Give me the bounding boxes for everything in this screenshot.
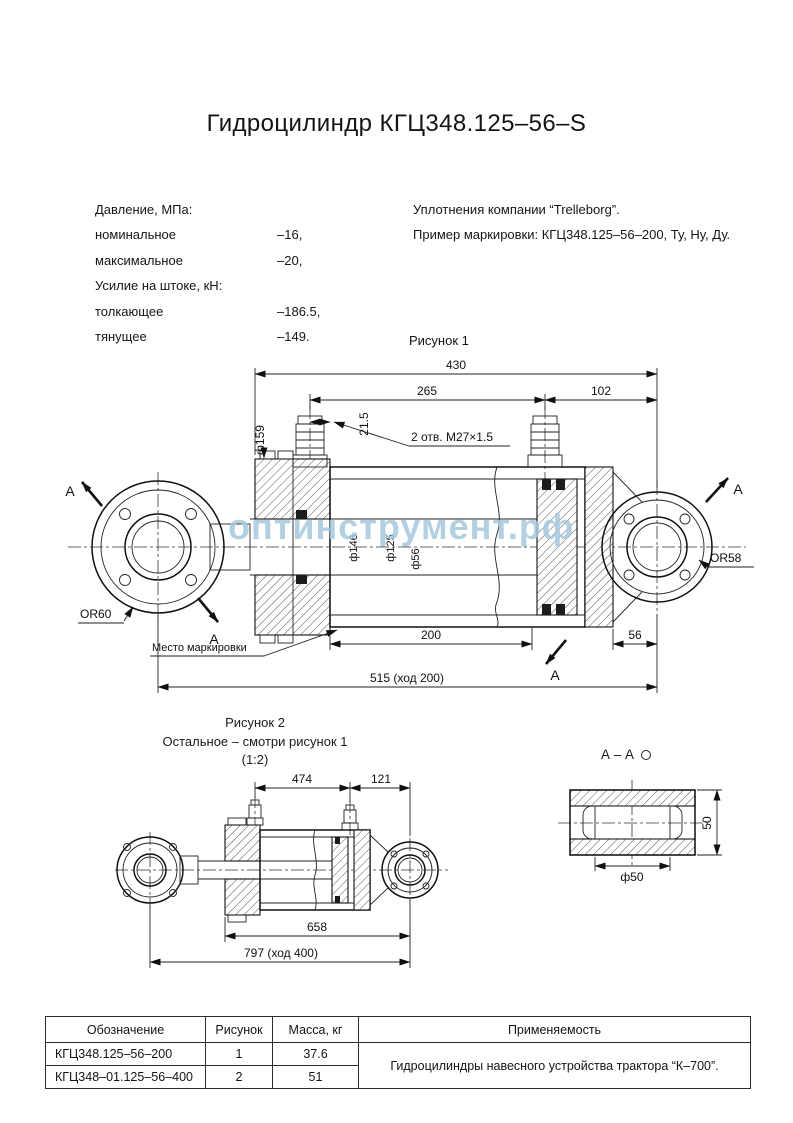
fig1-dim-ports: 265 <box>417 384 437 398</box>
fig2-dimensions: 474 121 658 797 (ход 400) <box>149 772 411 968</box>
nominal-label: номинальное <box>95 227 177 243</box>
fig1-dim-flange: ф159 <box>253 425 267 455</box>
fig1-dim-total: 430 <box>446 358 466 372</box>
nominal-value: –16, <box>277 227 303 243</box>
table-header-row: Обозначение Рисунок Масса, кг Применяемо… <box>45 1016 751 1043</box>
fig1-dimensions: 430 265 102 21.5 ф159 2 отв. М27×1.5 ф14… <box>157 358 658 693</box>
fig1-annotations: OR60 OR58 Место маркировки <box>78 551 754 657</box>
max-value: –20, <box>277 252 303 268</box>
push-label: толкающее <box>95 303 164 319</box>
aa-dim-bore: ф50 <box>620 870 644 884</box>
pull-label: тянущее <box>95 329 147 345</box>
section-letter-top-right: А <box>733 481 743 497</box>
fig1-rod-eye <box>91 480 225 614</box>
fig1-marking-label: Место маркировки <box>152 642 247 654</box>
section-letter-bottom-left: А <box>209 631 219 647</box>
fig1-dim-port-offset: 21.5 <box>357 412 371 436</box>
specs-block: Давление, МПа: номинальное –16, максималь… <box>95 197 320 349</box>
page-title: Гидроцилиндр КГЦ348.125–56–S <box>206 110 587 137</box>
figure1-caption: Рисунок 1 <box>409 333 469 348</box>
aa-dim-height: 50 <box>700 816 714 830</box>
fig1-dim-eye-offset: 56 <box>628 628 642 642</box>
fig1-dim-stroke-len: 200 <box>421 628 441 642</box>
designation-cell: КГЦ348.125–56–200 <box>45 1042 206 1066</box>
designation-cell: КГЦ348–01.125–56–400 <box>45 1065 206 1089</box>
parts-table: Обозначение Рисунок Масса, кг Применяемо… <box>45 1016 751 1089</box>
figure2-scale: (1:2) <box>241 752 269 767</box>
seals-note: Уплотнения компании “Trelleborg”. <box>413 202 620 217</box>
section-letter-bottom-right: А <box>550 667 560 683</box>
fig1-section-marks: А А А А <box>65 477 743 683</box>
fig1-holes-note: 2 отв. М27×1.5 <box>411 430 493 444</box>
section-aa-caption: А – А <box>601 747 652 762</box>
figure2-captions: Рисунок 2 Остальное – смотри рисунок 1 (… <box>105 714 405 770</box>
force-header: Усилие на штоке, кН: <box>95 278 223 294</box>
figure2-drawing: 474 121 658 797 (ход 400) <box>115 772 448 968</box>
section-aa-drawing: 50 ф50 <box>558 780 722 884</box>
fig1-centerlines <box>68 406 746 624</box>
figure2-note: Остальное – смотри рисунок 1 <box>162 733 348 749</box>
mass-cell: 51 <box>272 1065 359 1089</box>
marking-note: Пример маркировки: КГЦ348.125–56–200, Ту… <box>413 227 731 243</box>
aa-body <box>569 789 696 856</box>
max-label: максимальное <box>95 252 183 268</box>
fig1-or-left: OR60 <box>80 607 112 621</box>
figure1-drawing: 430 265 102 21.5 ф159 2 отв. М27×1.5 ф14… <box>65 358 754 693</box>
table-row: КГЦ348–01.125–56–400 2 51 <box>45 1065 751 1089</box>
fig1-clevis-eye <box>601 471 713 623</box>
fig2-dim-ports: 474 <box>292 772 312 786</box>
fig1-dim-overall: 515 (ход 200) <box>370 671 444 685</box>
aa-dimensions: 50 ф50 <box>594 789 722 884</box>
fig1-cylinder-body <box>254 450 614 644</box>
fig2-clevis-eye <box>369 834 439 906</box>
rotation-mark-icon <box>641 749 652 760</box>
col-figure: Рисунок <box>205 1016 273 1043</box>
figure-cell: 1 <box>205 1042 273 1066</box>
figure-cell: 2 <box>205 1065 273 1089</box>
fig2-centerlines <box>115 795 448 908</box>
fig1-or-right: OR58 <box>710 551 742 565</box>
fig2-ports <box>246 799 359 831</box>
notes-block: Уплотнения компании “Trelleborg”. Пример… <box>413 197 730 248</box>
fig1-dim-rod: ф56 <box>410 548 422 569</box>
fig2-dim-port-to-eye: 121 <box>371 772 391 786</box>
application-cell: Гидроцилиндры навесного устройства тракт… <box>358 1042 751 1089</box>
section-letter-top-left: А <box>65 483 75 499</box>
fig2-dim-overall: 797 (ход 400) <box>244 946 318 960</box>
table-row: КГЦ348.125–56–200 1 37.6 Гидроцилиндры н… <box>45 1042 751 1089</box>
fig1-dim-bore: ф125 <box>385 534 397 561</box>
pull-value: –149. <box>277 329 310 345</box>
col-application: Применяемость <box>358 1016 751 1043</box>
figure2-caption: Рисунок 2 <box>225 715 285 730</box>
mass-cell: 37.6 <box>272 1042 359 1066</box>
push-value: –186.5, <box>277 303 321 319</box>
fig1-dim-tube-od: ф146 <box>348 534 360 561</box>
col-designation: Обозначение <box>45 1016 206 1043</box>
fig2-cylinder-body <box>224 817 371 923</box>
fig1-dim-port-to-eye: 102 <box>591 384 611 398</box>
fig2-dim-body: 658 <box>307 920 327 934</box>
col-mass: Масса, кг <box>272 1016 359 1043</box>
fig2-rod-eye <box>116 836 184 904</box>
fig2-rod <box>179 855 332 885</box>
section-aa-label: А – А <box>601 747 635 762</box>
pressure-header: Давление, МПа: <box>95 202 193 217</box>
